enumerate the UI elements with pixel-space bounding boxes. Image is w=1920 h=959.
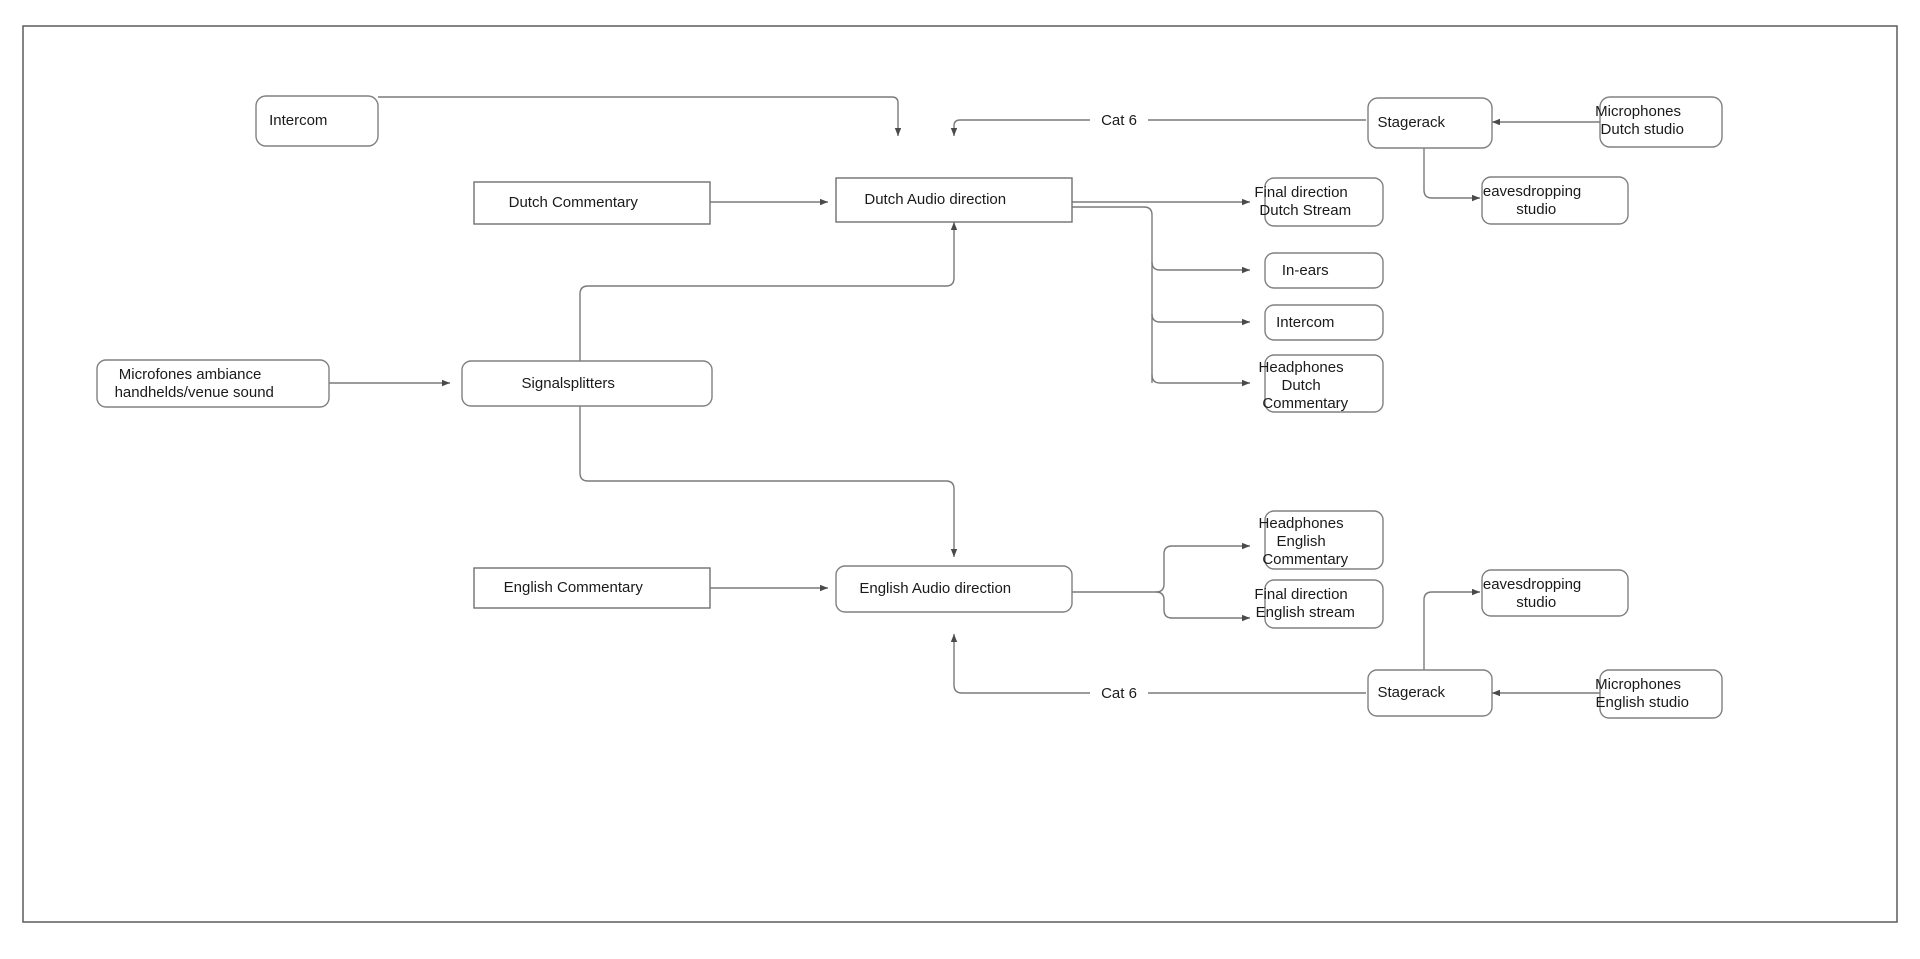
node-intercom-dutch-output[interactable]: Intercom (1264, 304, 1384, 341)
node-stagerack-english[interactable]: Stagerack (1367, 669, 1493, 717)
svg-text:Microphones English: Microphones English studio (1595, 676, 1727, 711)
edge-stagerack-english-to-eaves (1423, 588, 1480, 670)
node-label-dutch-commentary: Dutch Commentary (509, 194, 639, 211)
edge-english-audio-to-final-english (1155, 591, 1250, 622)
edge-dutch-audio-to-in-ears (1151, 261, 1250, 274)
edge-signalsplitters-to-english-audio (579, 404, 958, 557)
node-label-final-english-line2: English stream (1256, 604, 1355, 621)
edge-stagerack-dutch-to-eaves (1423, 144, 1480, 202)
svg-text:Stagerack: Stagerack (1377, 114, 1482, 131)
node-label-hp-english-line3: Commentary (1262, 551, 1348, 568)
edge-dutch-audio-to-intercom (1151, 313, 1250, 326)
node-label-hp-dutch-line3: Commentary (1262, 395, 1348, 412)
node-microfones-ambiance[interactable]: Microfones ambiance handhelds/venue soun… (96, 359, 330, 408)
edge-label-cat6-dutch: Cat 6 (1101, 112, 1137, 129)
node-label-mic-dutch-line1: Microphones (1595, 103, 1681, 120)
node-microphones-dutch-studio[interactable]: Microphones Dutch studio (1595, 96, 1727, 148)
node-label-final-dutch-line2: Dutch Stream (1259, 202, 1351, 219)
node-label-stagerack-english: Stagerack (1377, 684, 1445, 701)
node-label-intercom-dutch-output: Intercom (1276, 314, 1334, 331)
node-layer: Intercom Microphones Dutch studio Stager… (96, 95, 1727, 719)
node-label-mic-ambiance-line2: handhelds/venue sound (115, 384, 274, 401)
svg-text:Stagerack: Stagerack (1377, 684, 1482, 701)
node-label-english-audio-direction: English Audio direction (859, 580, 1011, 597)
node-label-signalsplitters: Signalsplitters (522, 375, 615, 392)
svg-text:Final direction Dutc: Final direction Dutch Stream (1254, 184, 1393, 219)
node-eavesdropping-studio-english[interactable]: eavesdropping studio (1481, 569, 1629, 617)
svg-text:Final direction Engl: Final direction English stream (1254, 586, 1393, 621)
svg-text:eavesdropping studio: eavesdropping studio (1483, 576, 1627, 611)
svg-text:English Commentary: English Commentary (504, 579, 681, 596)
node-label-eaves-english-line1: eavesdropping (1483, 576, 1581, 593)
edge-dutch-audio-fan-trunk (1072, 206, 1153, 383)
node-signalsplitters[interactable]: Signalsplitters (461, 360, 713, 407)
svg-text:eavesdropping studio: eavesdropping studio (1483, 183, 1627, 218)
svg-text:Microfones ambiance: Microfones ambiance handhelds/venue soun… (115, 366, 312, 401)
node-label-eaves-dutch-line1: eavesdropping (1483, 183, 1581, 200)
node-english-audio-direction[interactable]: English Audio direction (835, 565, 1073, 613)
edge-stagerack-dutch-to-dutch-audio (950, 119, 1366, 136)
node-headphones-english-commentary[interactable]: Headphones English Commentary (1259, 510, 1390, 570)
node-label-hp-english-line2: English (1276, 533, 1325, 550)
node-eavesdropping-studio-dutch[interactable]: eavesdropping studio (1481, 176, 1629, 225)
svg-text:Headphones Dutch: Headphones Dutch Commentary (1259, 359, 1390, 412)
svg-text:Intercom: Intercom (1276, 314, 1372, 331)
node-label-mic-ambiance-line1: Microfones ambiance (119, 366, 262, 383)
node-stagerack-dutch[interactable]: Stagerack (1367, 97, 1493, 149)
node-intercom-top[interactable]: Intercom (255, 95, 379, 147)
svg-text:Headphones English: Headphones English Commentary (1259, 515, 1390, 568)
node-dutch-commentary[interactable]: Dutch Commentary (473, 181, 711, 225)
node-label-final-english-line1: Final direction (1254, 586, 1347, 603)
node-label-hp-english-line1: Headphones (1259, 515, 1344, 532)
svg-text:In-ears: In-ears (1282, 262, 1366, 279)
node-in-ears[interactable]: In-ears (1264, 252, 1384, 289)
node-headphones-dutch-commentary[interactable]: Headphones Dutch Commentary (1259, 354, 1390, 413)
node-label-mic-english-line1: Microphones (1595, 676, 1681, 693)
edge-intercom-to-dutch-audio (378, 96, 902, 136)
svg-text:English Audio direction: English Audio direction (859, 580, 1048, 597)
node-label-mic-english-line2: English studio (1596, 694, 1689, 711)
node-label-eaves-dutch-line2: studio (1516, 201, 1556, 218)
svg-text:Dutch Audio direction: Dutch Audio direction (864, 191, 1043, 208)
node-label-intercom-top: Intercom (269, 112, 327, 129)
node-label-in-ears: In-ears (1282, 262, 1329, 279)
edge-english-audio-to-hp-english (1155, 542, 1250, 593)
svg-text:Microphones Dutch st: Microphones Dutch studio (1595, 103, 1727, 138)
node-english-commentary[interactable]: English Commentary (473, 567, 711, 609)
diagram-frame (22, 25, 1898, 923)
node-label-hp-dutch-line1: Headphones (1259, 359, 1344, 376)
node-label-hp-dutch-line2: Dutch (1281, 377, 1320, 394)
node-label-stagerack-dutch: Stagerack (1377, 114, 1445, 131)
edge-stagerack-english-to-english-audio (950, 634, 1366, 694)
node-dutch-audio-direction[interactable]: Dutch Audio direction (835, 177, 1073, 223)
node-final-direction-english-stream[interactable]: Final direction English stream (1254, 579, 1393, 629)
svg-text:Signalsplitters: Signalsplitters (522, 375, 653, 392)
svg-text:Intercom: Intercom (269, 112, 365, 129)
edge-signalsplitters-to-dutch-audio (579, 222, 958, 362)
node-final-direction-dutch-stream[interactable]: Final direction Dutch Stream (1254, 177, 1393, 227)
node-microphones-english-studio[interactable]: Microphones English studio (1595, 669, 1727, 719)
svg-text:Dutch Commentary: Dutch Commentary (509, 194, 676, 211)
node-label-mic-dutch-line2: Dutch studio (1601, 121, 1684, 138)
edge-label-layer: Cat 6 Cat 6 (1090, 110, 1148, 703)
edge-label-cat6-english: Cat 6 (1101, 685, 1137, 702)
node-label-english-commentary: English Commentary (504, 579, 644, 596)
node-label-eaves-english-line2: studio (1516, 594, 1556, 611)
node-label-dutch-audio-direction: Dutch Audio direction (864, 191, 1006, 208)
node-label-final-dutch-line1: Final direction (1254, 184, 1347, 201)
edge-dutch-audio-to-hp-dutch (1151, 374, 1250, 387)
edge-layer (328, 96, 1600, 697)
